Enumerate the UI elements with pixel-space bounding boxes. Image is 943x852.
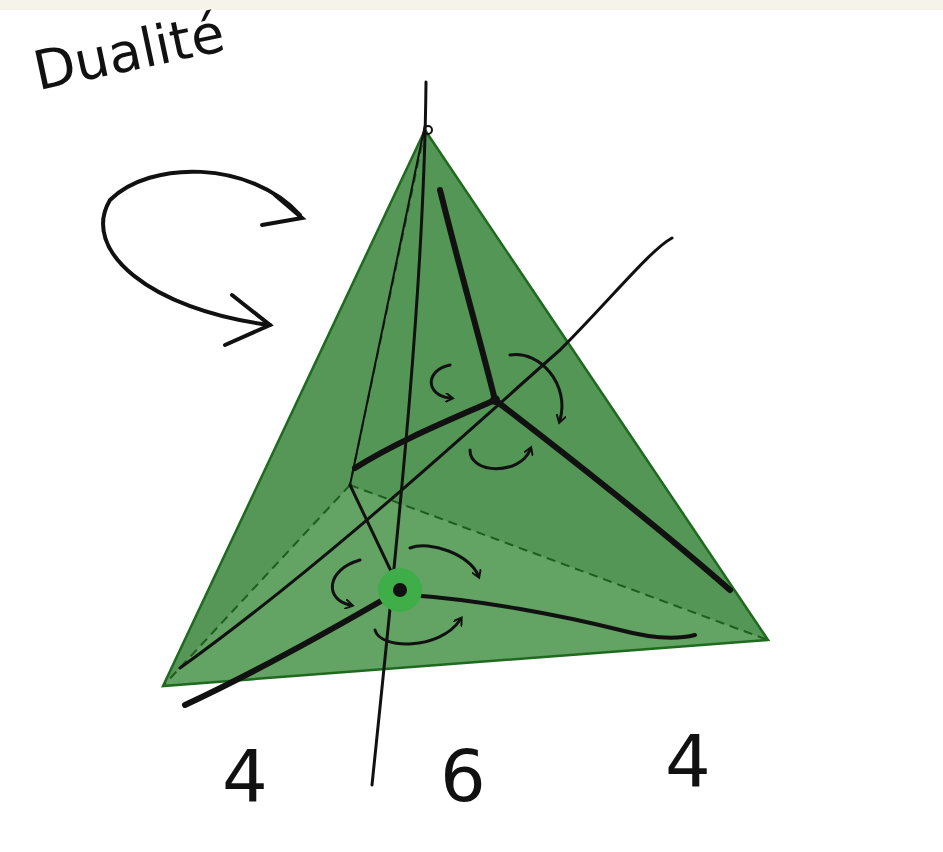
top-band bbox=[0, 0, 943, 10]
count-number: 4 bbox=[222, 740, 268, 812]
count-number: 4 bbox=[665, 725, 711, 797]
count-number: 6 bbox=[440, 740, 486, 812]
title-note: Dualité bbox=[29, 6, 229, 99]
